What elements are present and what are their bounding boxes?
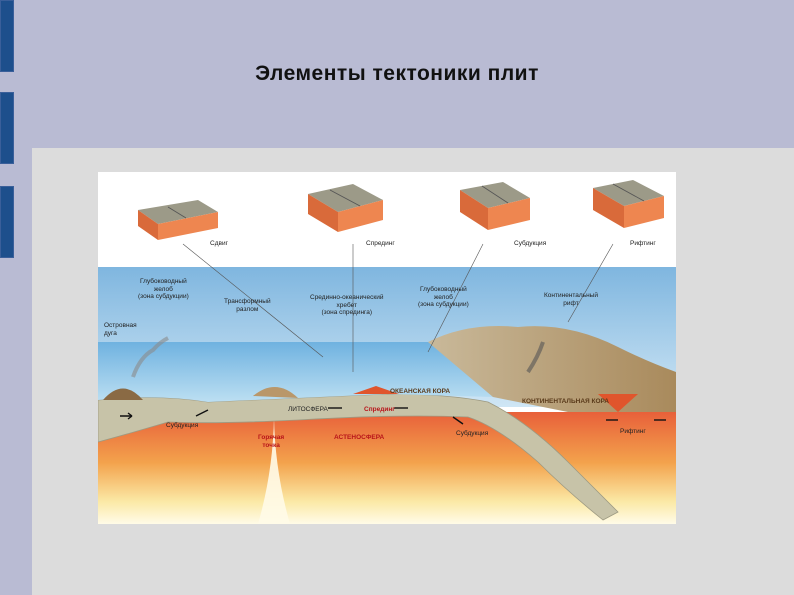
- pointer-subduction: [427, 243, 484, 353]
- hot-spot-island: [253, 386, 298, 398]
- accent-bar-middle: [0, 92, 14, 164]
- pointer-shear: [182, 243, 324, 358]
- accent-bar-top: [0, 0, 14, 72]
- slide-title: Элементы тектоники плит: [255, 62, 539, 85]
- label-continental-crust: КОНТИНЕНТАЛЬНАЯ КОРА: [522, 398, 609, 405]
- label-ridge: Срединно-океанический хребет (зона спред…: [310, 294, 384, 316]
- accent-bar-bottom: [0, 186, 14, 258]
- label-continental-rift: Континентальный рифт: [544, 292, 598, 307]
- smoke-left: [131, 336, 169, 378]
- label-hot-spot: Горячая точка: [258, 434, 285, 449]
- label-spreading: Спрединг: [366, 240, 395, 247]
- arrow-2: [195, 409, 209, 417]
- hot-spot-plume: [258, 417, 290, 524]
- continent: [428, 326, 676, 412]
- label-spreading-bottom: Спрединг: [364, 406, 395, 413]
- label-lithosphere: ЛИТОСФЕРА: [288, 406, 328, 413]
- pointer-rifting: [567, 243, 614, 323]
- rift-marker: [598, 394, 638, 412]
- label-transform-fault: Трансформный разлом: [224, 298, 271, 313]
- island-arc-shape: [103, 388, 143, 400]
- ocean-water: [98, 342, 493, 402]
- label-rifting-bottom: Рифтинг: [620, 428, 646, 435]
- arrow-1: [120, 412, 133, 420]
- label-trench-right: Глубоководный желоб (зона субдукции): [418, 286, 469, 308]
- label-subduction: Субдукция: [514, 240, 547, 247]
- mantle-layer: [98, 412, 676, 524]
- label-island-arc: Островная дуга: [104, 322, 137, 337]
- label-subduction-right: Субдукция: [456, 430, 489, 437]
- block-shear: [138, 200, 218, 240]
- ridge-marker: [353, 386, 399, 394]
- label-subduction-left: Субдукция: [166, 422, 199, 429]
- smoke-right: [526, 341, 545, 374]
- label-oceanic-crust: ОКЕАНСКАЯ КОРА: [390, 388, 451, 395]
- block-spreading: [308, 184, 383, 232]
- label-asthenosphere: АСТЕНОСФЕРА: [334, 434, 385, 441]
- tectonics-diagram: Сдвиг Спрединг Субдукция Рифтинг Глубоко…: [98, 172, 676, 524]
- block-subduction: [460, 182, 530, 230]
- diagram-illustration: [98, 180, 676, 524]
- label-trench-left: Глубоководный желоб (зона субдукции): [138, 278, 189, 300]
- label-shear: Сдвиг: [210, 240, 228, 247]
- arrow-3: [452, 416, 464, 425]
- label-rifting: Рифтинг: [630, 240, 656, 247]
- block-rifting: [593, 180, 664, 228]
